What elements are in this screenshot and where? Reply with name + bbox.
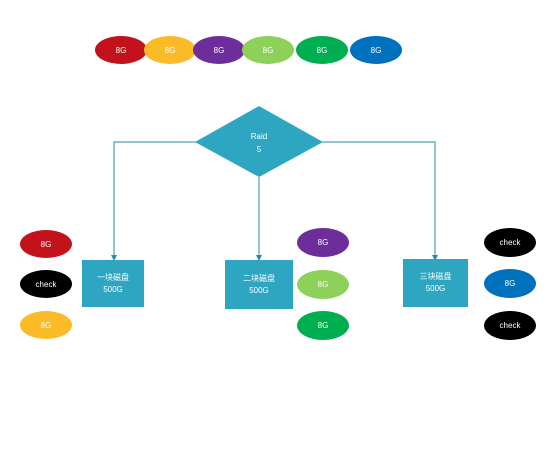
line-to-disk3 bbox=[322, 141, 438, 261]
top-block-6: 8G bbox=[350, 36, 402, 64]
disk1-block-1: 8G bbox=[20, 230, 72, 258]
top-block-3: 8G bbox=[193, 36, 245, 64]
disk3-block-1-label: check bbox=[499, 238, 521, 247]
top-block-5: 8G bbox=[296, 36, 348, 64]
top-block-2: 8G bbox=[144, 36, 196, 64]
disk-2: 二块磁盘 500G bbox=[225, 260, 293, 309]
disk2-block-2: 8G bbox=[297, 270, 349, 299]
disk-2-size: 500G bbox=[249, 285, 269, 295]
disk2-block-3-label: 8G bbox=[317, 321, 329, 330]
disk3-block-2: 8G bbox=[484, 269, 536, 298]
raid-label-line1: Raid bbox=[250, 132, 268, 141]
raid-label: Raid 5 bbox=[229, 130, 289, 156]
raid-diamond bbox=[195, 106, 323, 177]
disk2-block-3: 8G bbox=[297, 311, 349, 340]
disk-3: 三块磁盘 500G bbox=[403, 259, 468, 307]
top-block-3-label: 8G bbox=[213, 45, 225, 55]
raid-label-line2: 5 bbox=[256, 145, 262, 154]
disk-1-name: 一块磁盘 bbox=[97, 272, 129, 282]
disk-1-size: 500G bbox=[103, 284, 123, 294]
top-block-2-label: 8G bbox=[164, 45, 176, 55]
disk1-block-2-label: check bbox=[35, 279, 57, 289]
top-block-4: 8G bbox=[242, 36, 294, 64]
top-block-4-label: 8G bbox=[262, 45, 274, 55]
top-block-5-label: 8G bbox=[316, 45, 328, 55]
top-block-6-label: 8G bbox=[370, 45, 382, 55]
disk2-block-1: 8G bbox=[297, 228, 349, 257]
disk-3-size: 500G bbox=[425, 284, 446, 293]
disk1-block-1-label: 8G bbox=[40, 239, 52, 249]
disk-3-name: 三块磁盘 bbox=[419, 272, 452, 281]
top-block-1: 8G bbox=[95, 36, 147, 64]
disk2-block-2-label: 8G bbox=[317, 280, 329, 289]
disk3-block-1: check bbox=[484, 228, 536, 257]
disk3-block-3: check bbox=[484, 311, 536, 340]
disk2-block-1-label: 8G bbox=[317, 238, 329, 247]
disk1-block-2: check bbox=[20, 270, 72, 298]
disk1-block-3-label: 8G bbox=[40, 320, 52, 330]
top-block-1-label: 8G bbox=[115, 45, 127, 55]
disk3-block-2-label: 8G bbox=[504, 279, 516, 288]
disk3-block-3-label: check bbox=[499, 321, 521, 330]
line-to-disk1 bbox=[111, 141, 197, 261]
disk-2-name: 二块磁盘 bbox=[243, 273, 275, 283]
disk1-block-3: 8G bbox=[20, 311, 72, 339]
disk-1: 一块磁盘 500G bbox=[82, 260, 144, 307]
